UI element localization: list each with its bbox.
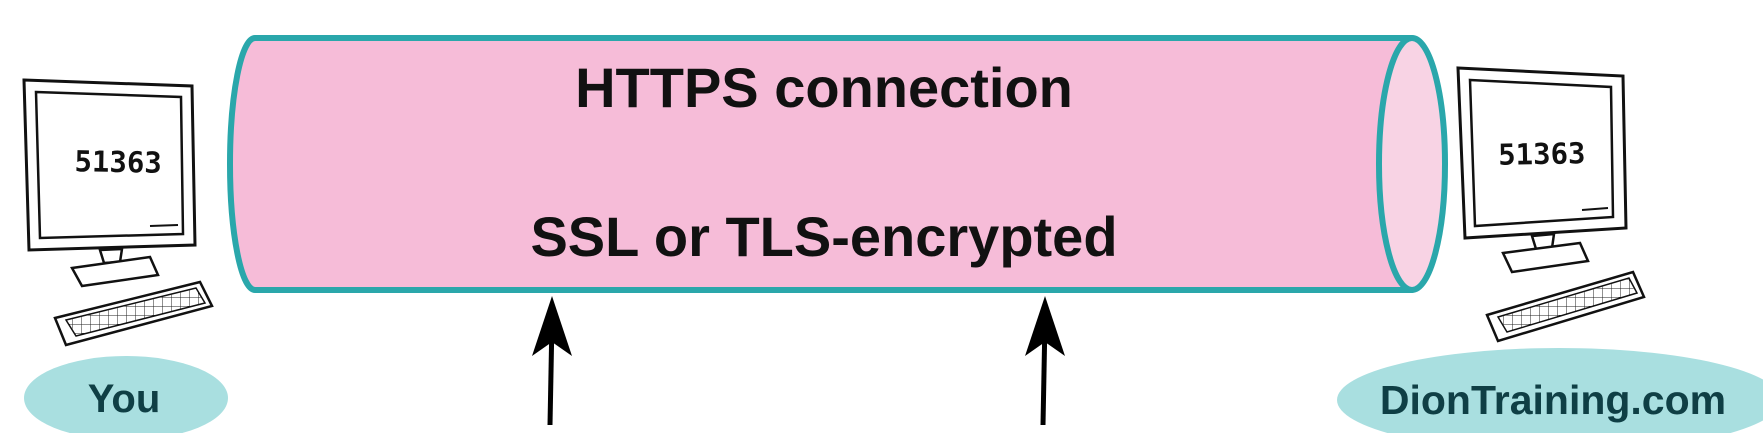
arrow-up-icon [532, 296, 572, 426]
encrypted-tunnel: HTTPS connection SSL or TLS-encrypted [227, 35, 1448, 293]
left-label: You [88, 377, 161, 421]
left-computer: 51363 You [22, 78, 228, 438]
left-label-bubble: You [24, 356, 228, 438]
right-screen-text: 51363 [1498, 136, 1586, 172]
right-label-bubble: DionTraining.com [1337, 348, 1763, 438]
tunnel-body [227, 35, 1415, 293]
right-computer: 51363 DionTraining.com [1337, 66, 1763, 438]
right-label: DionTraining.com [1380, 377, 1726, 423]
tunnel-end-cap [1376, 35, 1448, 293]
left-screen-text: 51363 [74, 144, 162, 180]
arrow-up-icon [1025, 296, 1065, 426]
tunnel-subtitle: SSL or TLS-encrypted [530, 205, 1117, 268]
desktop-computer-icon [22, 78, 214, 347]
tunnel-title: HTTPS connection [575, 56, 1073, 119]
desktop-computer-icon [1456, 66, 1646, 343]
